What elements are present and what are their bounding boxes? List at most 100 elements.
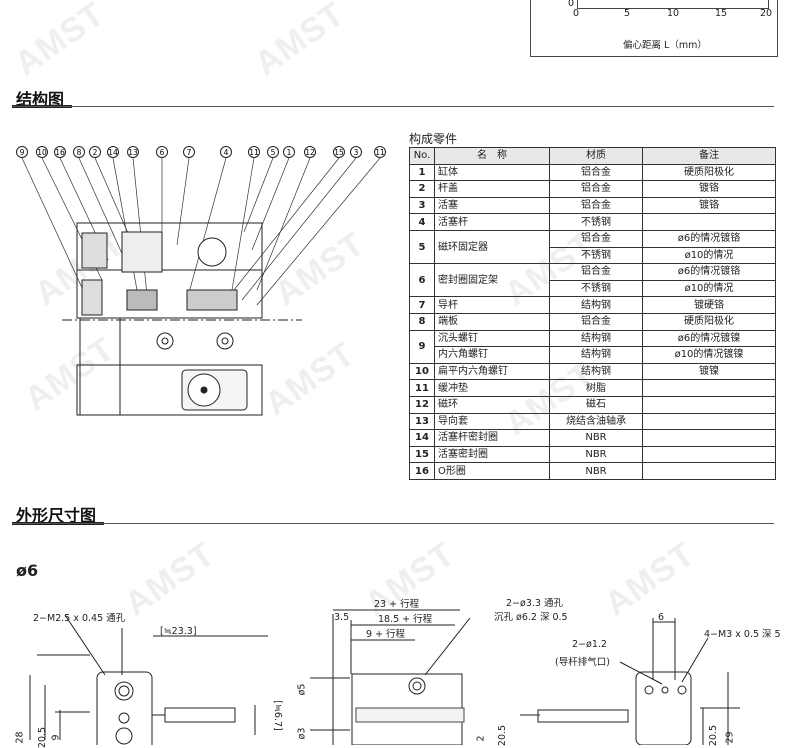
part-name: 缸体 [434, 163, 550, 182]
part-note: ø6的情况镀镍 [642, 329, 776, 348]
callout-number: 8 [77, 148, 82, 157]
part-material: 树脂 [549, 379, 643, 397]
part-name: 活塞杆密封圈 [434, 429, 550, 447]
part-material: 磁石 [549, 395, 643, 414]
part-note: 镀铬 [642, 180, 776, 198]
part-note [642, 395, 776, 414]
parts-header-row: No. 名 称 材质 备注 [409, 147, 776, 165]
callout-leader [21, 157, 91, 306]
callout-circle [183, 146, 195, 158]
section-title-structure: 结构图 [16, 90, 65, 109]
part-no: 3 [409, 196, 435, 215]
dim-mid-d: 3.5 [334, 612, 350, 623]
part-note [642, 213, 776, 231]
x-tick-20: 20 [760, 8, 773, 19]
parts-title: 构成零件 [409, 132, 458, 146]
part-no: 14 [409, 429, 435, 447]
x-tick-0: 0 [573, 8, 580, 19]
part-no: 1 [409, 163, 435, 182]
callout-circle [107, 146, 119, 158]
header-material: 材质 [549, 147, 643, 165]
part-no: 5 [409, 229, 435, 265]
callout-circle [16, 146, 28, 158]
part-note: 镀硬铬 [642, 296, 776, 314]
callout-leader [186, 157, 227, 301]
part-note [642, 445, 776, 464]
callout-number: 4 [224, 148, 229, 157]
part-note: 硬质阳极化 [642, 312, 776, 331]
callout-leader [251, 157, 290, 251]
x-tick-10: 10 [667, 8, 680, 19]
part-note: ø10的情况镀镍 [642, 346, 776, 364]
callout-number: 14 [108, 148, 118, 157]
part-note [642, 379, 776, 397]
part-name: 导杆 [434, 296, 550, 314]
part-name: 密封圈固定架 [434, 263, 550, 298]
part-material: 结构钢 [549, 296, 643, 314]
part-note: ø10的情况 [642, 246, 776, 265]
part-material: 不锈钢 [549, 246, 643, 265]
part-no: 11 [409, 379, 435, 397]
y-tick-0: 0 [568, 0, 575, 9]
dimension-drawing [29, 609, 740, 745]
part-material: 结构钢 [549, 362, 643, 381]
dim-right-h2: 29 [724, 731, 736, 744]
part-note: ø6的情况镀铬 [642, 229, 776, 248]
part-material: 铝合金 [549, 180, 643, 198]
part-no: 9 [409, 329, 435, 364]
part-no: 10 [409, 362, 435, 381]
part-material: 铝合金 [549, 229, 643, 248]
part-name: 导向套 [434, 412, 550, 431]
part-note: 硬质阳极化 [642, 163, 776, 182]
part-name: 内六角螺钉 [434, 346, 550, 364]
callout-circle [304, 146, 316, 158]
callout-number: 7 [187, 148, 192, 157]
part-material: 不锈钢 [549, 279, 643, 298]
part-note [642, 412, 776, 431]
watermark: AMST [247, 0, 352, 84]
callout-circle [220, 146, 232, 158]
callout-number: 16 [55, 148, 65, 157]
dim-right-tap: 4−M3 x 0.5 深 5 [704, 629, 781, 640]
header-note: 备注 [642, 147, 776, 165]
dim-left-tap: 2−M2.5 x 0.45 通孔 [33, 613, 126, 624]
callout-number: 15 [334, 148, 344, 157]
dim-left-h1: 28 [14, 731, 26, 744]
part-name: 磁环固定器 [434, 229, 550, 265]
part-material: 铝合金 [549, 196, 643, 215]
dim-mid-v4: 20.5 [497, 724, 509, 747]
part-no: 12 [409, 395, 435, 414]
part-material: 铝合金 [549, 263, 643, 281]
callout-leader [176, 157, 190, 246]
part-note: ø10的情况 [642, 279, 776, 298]
part-note: 镀镍 [642, 362, 776, 381]
callout-circle [374, 146, 386, 158]
dim-mid-v3: 2 [475, 735, 487, 742]
callout-leader [241, 157, 357, 301]
section-title-dimensions: 外形尺寸图 [16, 506, 97, 525]
part-note: ø6的情况镀铬 [642, 263, 776, 281]
part-no: 15 [409, 445, 435, 464]
callout-number: 11 [249, 148, 259, 157]
callout-leader [256, 157, 381, 306]
part-material: 结构钢 [549, 346, 643, 364]
callout-leader [231, 157, 255, 291]
part-name: 活塞密封圈 [434, 445, 550, 464]
dim-right-width: 6 [658, 612, 665, 623]
header-name: 名 称 [434, 147, 550, 165]
part-name: 磁环 [434, 395, 550, 414]
part-no: 2 [409, 180, 435, 198]
dim-mid-a: 23 + 行程 [374, 599, 420, 610]
dim-right-vent: 2−ø1.2 [572, 639, 607, 650]
callout-circle [283, 146, 295, 158]
part-material: 铝合金 [549, 312, 643, 331]
